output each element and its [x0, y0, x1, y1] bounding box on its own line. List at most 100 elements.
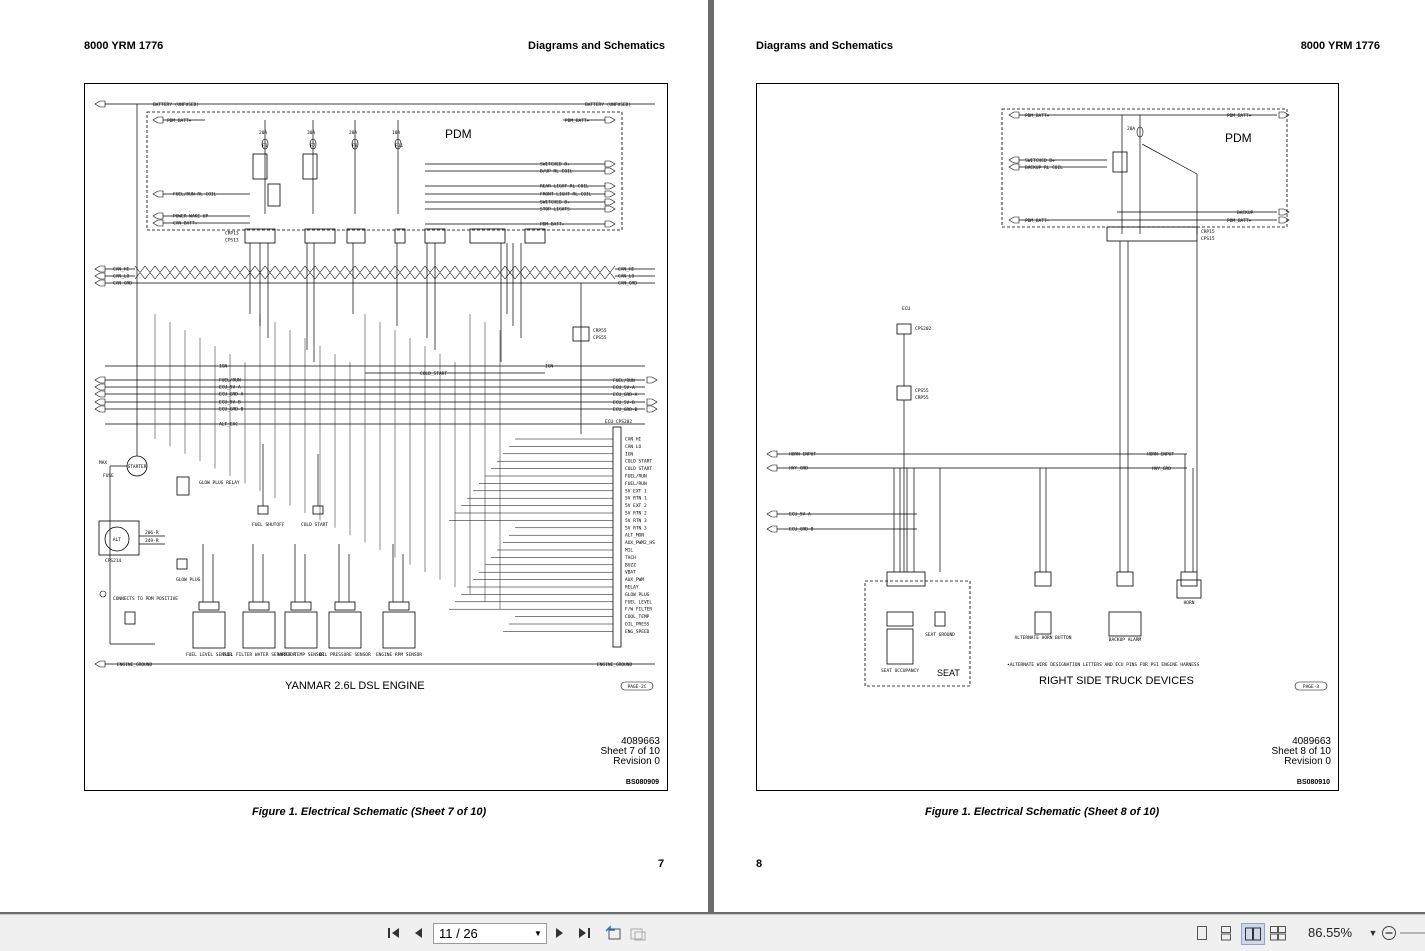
sensor-connector — [248, 601, 270, 611]
ecu-pin-label: FUEL/RUN — [625, 481, 647, 487]
ecu-pin-label: ALT_MON — [625, 533, 644, 539]
connector-block — [304, 228, 336, 244]
page-tag — [1294, 681, 1328, 691]
zoom-dropdown-icon[interactable]: ▼ — [1368, 928, 1378, 938]
ecu-pin-label: TACH — [625, 555, 636, 561]
label: FRONT LIGHT RL COIL — [540, 192, 592, 198]
connector-arrow — [604, 190, 616, 198]
ecu-pin-label: 5V RTN 3 — [625, 525, 647, 531]
label: COLD START — [301, 522, 328, 528]
cold-start-solenoid — [312, 505, 324, 515]
connector-block — [124, 611, 136, 625]
continuous-icon[interactable] — [1218, 923, 1234, 943]
ecu-pin-label: MIL — [625, 548, 633, 554]
single-page-icon[interactable] — [1194, 923, 1210, 943]
label: CAN_LO — [618, 274, 635, 280]
label: ECU_GRD-B — [613, 407, 638, 413]
previous-view-icon[interactable] — [603, 923, 623, 943]
facing-icon[interactable] — [1241, 923, 1265, 945]
label: ECU_GRD-B — [219, 407, 244, 413]
label: ECU CPS202 — [605, 419, 632, 425]
label: PDM_BATT+ — [167, 118, 192, 124]
revision: Revision 0 — [613, 756, 660, 767]
label: CRP55 — [593, 328, 607, 334]
label: ECU — [902, 306, 910, 312]
relay-icon — [302, 153, 318, 180]
label: CAN_HI — [618, 267, 635, 273]
label: BACKUP ALARM — [1109, 637, 1142, 643]
label: CPS13 — [225, 238, 239, 244]
zoom-level[interactable]: 86.55% — [1308, 925, 1353, 940]
label: GLOW PLUG — [176, 577, 201, 583]
sensor-4 — [382, 611, 416, 649]
label: F11 — [395, 143, 403, 149]
connector-block — [886, 611, 914, 627]
label: •ALTERNATE WIRE DESIGNATION LETTERS AND … — [1007, 662, 1200, 668]
label: ECU_5V-A — [789, 512, 811, 518]
connector-arrow — [1278, 208, 1290, 216]
prev-page-icon[interactable] — [410, 923, 426, 943]
label: PDM_BATT+ — [565, 118, 590, 124]
horn-button — [1034, 611, 1052, 635]
schematic-title: YANMAR 2.6L DSL ENGINE — [285, 680, 425, 692]
label: ECU_GRD-A — [219, 392, 244, 398]
first-page-icon[interactable] — [386, 923, 402, 943]
connector-arrow — [1008, 156, 1020, 164]
label: MAX — [99, 460, 107, 466]
connector-arrow — [94, 279, 106, 287]
drawing-id: BS080910 — [1296, 779, 1330, 786]
page-number-input[interactable]: 11 / 26 ▼ — [433, 923, 547, 944]
label: HORN INPUT — [1147, 452, 1174, 458]
backup-alarm — [1108, 611, 1142, 637]
ecu-pin-label: RELAY — [625, 585, 639, 591]
connector-arrow — [94, 383, 106, 391]
connector-arrow — [604, 205, 616, 213]
pdm-title: PDM — [445, 127, 472, 141]
page-number: 7 — [658, 858, 665, 870]
dropdown-arrow-icon[interactable]: ▼ — [534, 929, 542, 938]
connector-block — [524, 228, 546, 244]
sheet-number: Sheet 8 of 10 — [1271, 746, 1332, 757]
fuse-icon — [309, 138, 317, 150]
ecu-pin-label: GLOW PLUG — [625, 592, 650, 598]
connector-arrow — [152, 190, 164, 198]
connector-arrow — [646, 376, 658, 384]
zoom-out-icon[interactable] — [1380, 923, 1398, 943]
label: BATTERY (UNFUSED) — [153, 102, 199, 108]
label: CAN_BATT+ — [173, 221, 198, 227]
connector-arrow — [766, 450, 778, 458]
drawing-id: BS080909 — [625, 779, 659, 786]
connector-arrow — [1008, 216, 1020, 224]
fuse-icon — [99, 590, 107, 598]
horn — [1176, 579, 1202, 599]
connector-arrow — [604, 116, 616, 124]
continuous-facing-icon[interactable] — [1268, 923, 1288, 943]
label: HORN INPUT — [789, 452, 816, 458]
drawing-number: 4089663 — [1292, 736, 1331, 747]
connector-block — [896, 385, 912, 401]
ecu-pin-label: AUX_PWM — [625, 577, 644, 583]
label: FUEL SHUTOFF — [252, 522, 285, 528]
label: 30A — [307, 130, 315, 136]
ecu-pin-label: COLD START — [625, 459, 652, 465]
relay-icon — [267, 183, 281, 207]
connector-arrow — [604, 198, 616, 206]
label: SWITCHED B+ — [540, 200, 570, 206]
zoom-slider[interactable] — [1400, 923, 1425, 943]
next-page-icon[interactable] — [552, 923, 568, 943]
last-page-icon[interactable] — [576, 923, 592, 943]
sensor-label: WATER TEMP SENSOR — [278, 652, 324, 658]
next-view-icon[interactable] — [628, 923, 648, 943]
label: PDM_BATT+ — [1025, 113, 1050, 119]
label: 206-R — [145, 530, 159, 536]
label: 20A — [1127, 126, 1135, 132]
label: BATTERY (UNFUSED) — [585, 102, 631, 108]
sensor-connector — [334, 601, 356, 611]
header-right: Diagrams and Schematics — [528, 40, 665, 52]
pdm-module — [146, 111, 623, 231]
ecu-pin-label: 5V RTN 2 — [625, 511, 647, 517]
label: FUEL/RUN RL COIL — [173, 192, 217, 198]
label: ENGINE_GROUND — [597, 662, 633, 668]
label: PAGE-3 — [1303, 684, 1320, 690]
